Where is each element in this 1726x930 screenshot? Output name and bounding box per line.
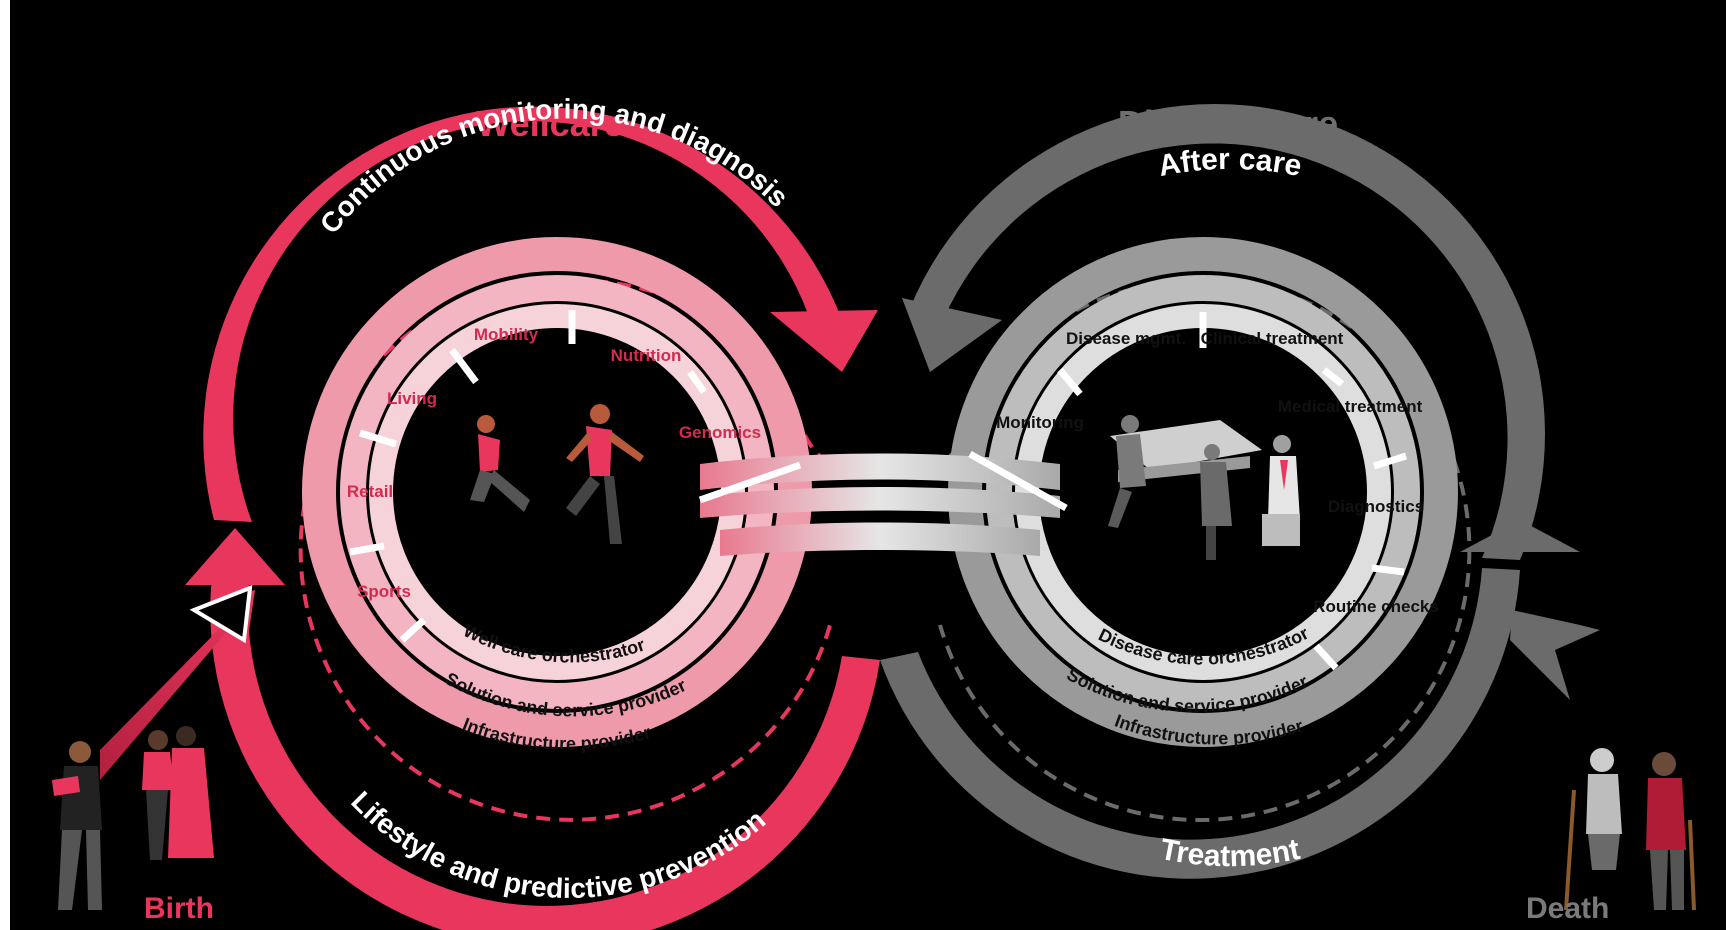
entry-arrow-icon [100, 590, 255, 780]
segment-medical-treatment: Medical treatment [1278, 397, 1423, 416]
family-with-baby-illustration [52, 726, 214, 910]
segment-clinical-treatment: Clinical treatment [1201, 329, 1344, 348]
segment-diagnostics: Diagnostics [1328, 497, 1424, 516]
treatment-arrowhead [1460, 520, 1580, 552]
segment-disease-mgmt: Disease mgmt. [1066, 329, 1186, 348]
elderly-couple-illustration [1564, 748, 1696, 911]
entry-arrow-outline-icon [189, 584, 253, 644]
segment-routine-checks: Routine checks [1313, 597, 1439, 616]
segment-retail: Retail [347, 482, 393, 501]
disease-dashed-boundary [938, 277, 1472, 822]
connecting-bridge [700, 453, 1060, 556]
death-label: Death [1526, 892, 1609, 925]
wellcare-segment-labels: Mobility Nutrition Genomics Living Retai… [347, 325, 761, 601]
segment-nutrition: Nutrition [611, 346, 682, 365]
after-care-arrowhead [902, 298, 1002, 372]
disease-segment-labels: Disease mgmt. Clinical treatment Medical… [996, 329, 1439, 616]
hospital-staff-illustration [1108, 415, 1300, 560]
segment-mobility: Mobility [474, 325, 539, 344]
segment-sports: Sports [357, 582, 411, 601]
lifestyle-prevention-arrowhead [185, 528, 285, 585]
wellcare-segment-dividers [349, 310, 802, 643]
exit-arrow-icon [1510, 610, 1600, 700]
wellcare-dashed-boundary [298, 277, 832, 822]
birth-label: Birth [144, 892, 214, 925]
continuous-monitoring-arrowhead [770, 310, 878, 372]
segment-living: Living [387, 389, 437, 408]
disease-segment-dividers [968, 312, 1408, 671]
segment-genomics: Genomics [679, 423, 761, 442]
segment-monitoring: Monitoring [996, 413, 1084, 432]
treatment-arc [880, 568, 1520, 879]
runners-illustration [470, 404, 644, 544]
